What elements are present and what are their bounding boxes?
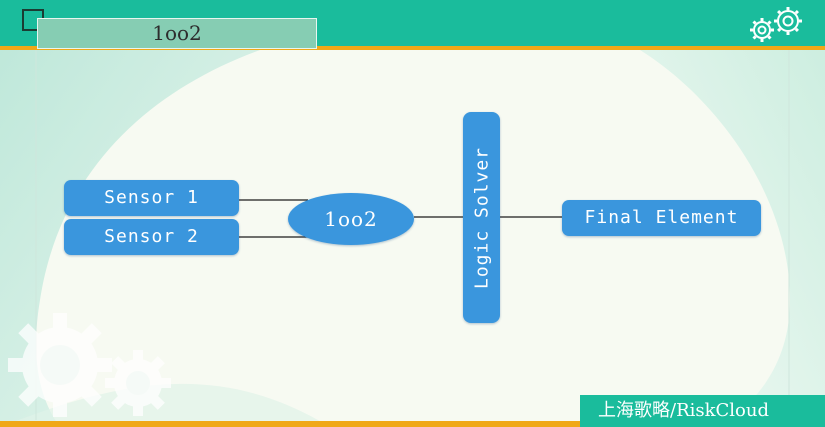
gear-watermark-icon [8,313,171,417]
logic-solver-label: Logic Solver [471,146,492,289]
sensor-1-node: Sensor 1 [64,180,239,216]
sensor-2-node: Sensor 2 [64,219,239,255]
footer-brand: 上海歌略/RiskCloud [580,395,825,427]
page-title: 1oo2 [37,18,317,49]
gear-icon [750,7,802,42]
logic-solver-node: Logic Solver [463,112,500,323]
voter-1oo2-node: 1oo2 [288,193,414,245]
footer-accent-line [0,421,825,427]
header-accent-line [0,46,825,50]
final-element-node: Final Element [562,200,761,236]
